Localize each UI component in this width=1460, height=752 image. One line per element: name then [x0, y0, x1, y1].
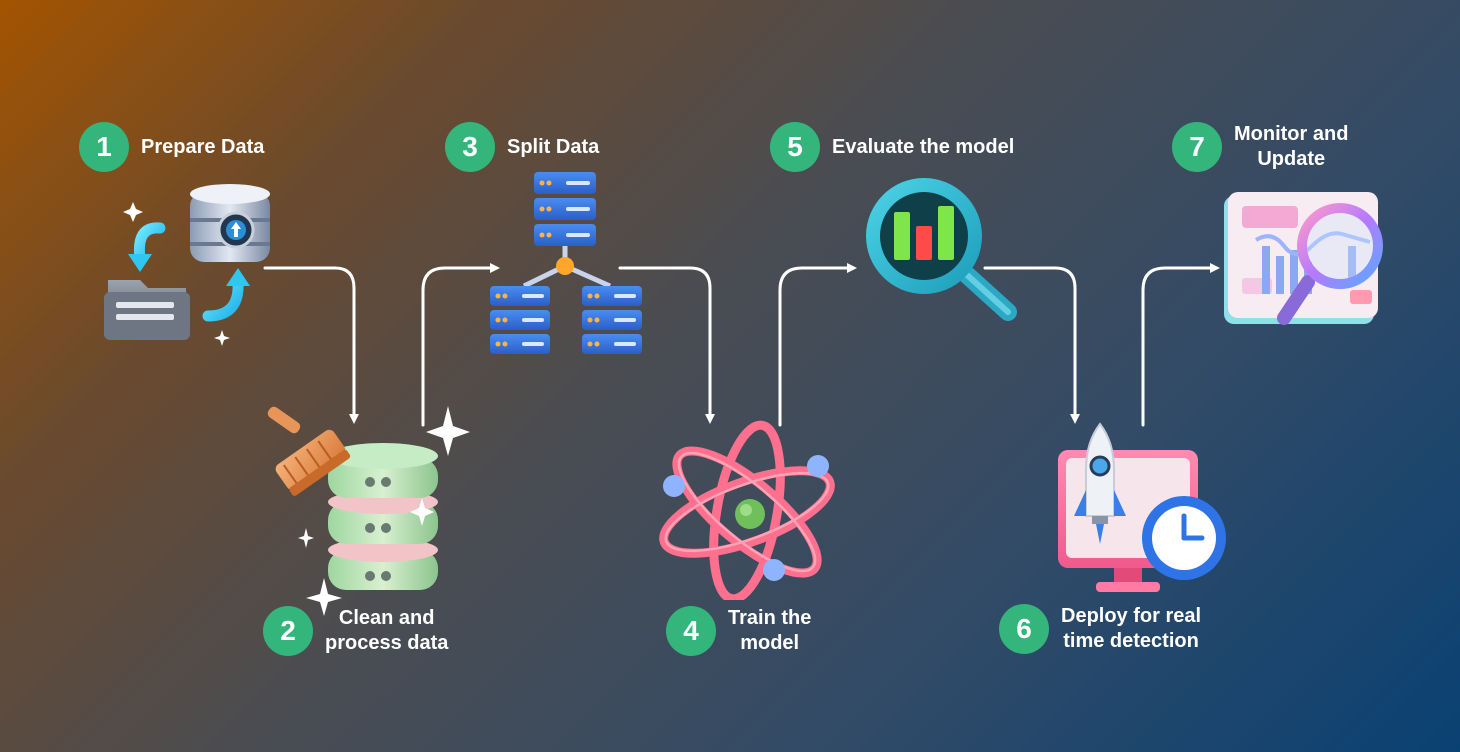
connector-4-5 [778, 263, 857, 427]
step-3: 3 Split Data [445, 122, 599, 172]
step-3-badge: 3 [445, 122, 495, 172]
database-broom-icon [267, 406, 470, 616]
step-4: 4 Train the model [666, 606, 811, 656]
step-6-label: Deploy for real time detection [1061, 605, 1202, 652]
magnifier-chart-icon [866, 178, 1017, 321]
connector-2-3 [421, 263, 500, 427]
step-2-badge: 2 [263, 606, 313, 656]
step-2: 2 Clean and process data [263, 606, 448, 656]
step-1: 1 Prepare Data [79, 122, 264, 172]
connector-3-4 [618, 266, 715, 424]
step-7-label: Monitor and Update [1234, 123, 1349, 170]
step-7: 7 Monitor and Update [1172, 122, 1348, 172]
step-3-label: Split Data [507, 135, 600, 158]
monitor-rocket-clock-icon [1058, 422, 1226, 592]
step-1-label: Prepare Data [141, 135, 265, 158]
dashboard-magnifier-icon [1224, 192, 1383, 325]
server-right [582, 286, 642, 354]
server-left [490, 286, 550, 354]
step-1-badge: 1 [79, 122, 129, 172]
step-5-badge: 5 [770, 122, 820, 172]
step-5: 5 Evaluate the model [770, 122, 1014, 172]
database-upload-folder-icon [104, 184, 270, 346]
connector-1-2 [263, 266, 359, 424]
step-4-badge: 4 [666, 606, 716, 656]
connector-6-7 [1141, 263, 1220, 427]
step-4-label: Train the model [728, 607, 812, 654]
atom-icon [659, 420, 835, 600]
step-6: 6 Deploy for real time detection [999, 604, 1201, 654]
step-2-label: Clean and process data [325, 607, 449, 654]
connector-5-6 [983, 266, 1080, 424]
step-7-badge: 7 [1172, 122, 1222, 172]
step-6-badge: 6 [999, 604, 1049, 654]
step-5-label: Evaluate the model [832, 135, 1015, 158]
server-top [534, 172, 596, 246]
server-split-icon [490, 172, 642, 354]
